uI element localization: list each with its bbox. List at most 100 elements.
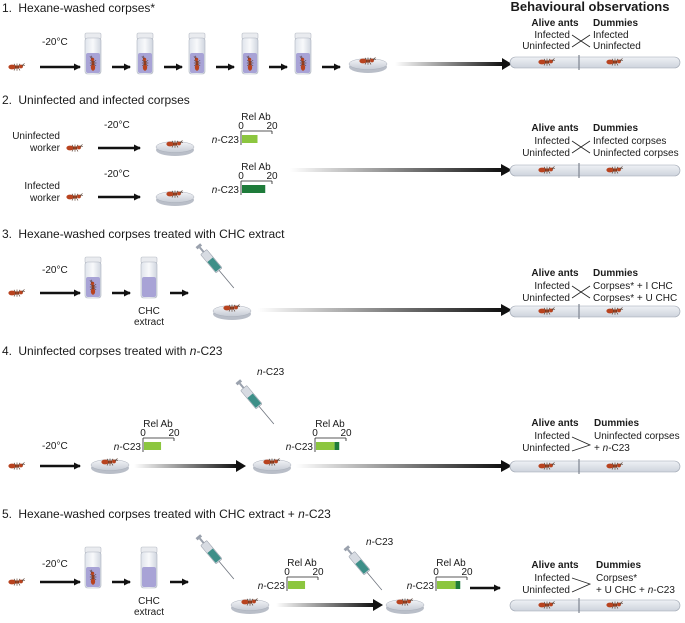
svg-text:4. Uninfected corpses tr: 4. Uninfected corpses treated with n-C23: [2, 344, 223, 358]
rel-ab-title: Rel Ab: [241, 162, 271, 173]
alive-uninfected: Uninfected: [522, 585, 570, 596]
temp-label: -20°C: [104, 120, 130, 131]
rel-ab-chart: Rel Ab0 20 n-C23: [212, 112, 278, 146]
gradient-arrowhead: [501, 460, 512, 472]
panel-1-title: Hexane-washed corpses*: [18, 1, 155, 15]
dummy-corpses-uchc: Corpses* + U CHC: [593, 293, 677, 304]
panel-2: 2. Uninfected and infected corpses Uninf…: [2, 93, 681, 207]
nc23-label: n-C23: [114, 442, 142, 453]
alive-infected: Infected: [534, 30, 570, 41]
rel-ab-title: Rel Ab: [143, 419, 173, 430]
panel-3-title: Hexane-washed corpses treated with CHC e…: [18, 227, 285, 241]
alive-ants-heading: Alive ants: [531, 418, 579, 429]
tick-label-0: 0: [312, 428, 318, 439]
vial-icon: [85, 33, 101, 74]
gradient-arrow: [296, 464, 502, 468]
bar: [316, 442, 335, 450]
c23-suffix: -C23: [305, 507, 331, 521]
syringe-label: n-C23: [257, 367, 285, 378]
gradient-arrow: [290, 168, 502, 172]
panel-4-title: Uninfected corpses treated with: [18, 344, 189, 358]
tick-label-0: 0: [140, 428, 146, 439]
arena-tube: [509, 162, 681, 179]
tick-label-0: 0: [284, 567, 290, 578]
panel-2-title: Uninfected and infected corpses: [18, 93, 189, 107]
temp-label: -20°C: [42, 265, 68, 276]
alive-infected: Infected: [534, 431, 570, 442]
temp-label: -20°C: [104, 169, 130, 180]
gradient-arrow: [258, 308, 502, 312]
panel-5: 5. Hexane-washed corpses treated with CH…: [2, 507, 681, 618]
c23-suffix: -C23: [196, 344, 222, 358]
temp-label: -20°C: [42, 559, 68, 570]
bar: [242, 185, 266, 193]
tick-label-20: 20: [266, 121, 278, 132]
dummies-heading: Dummies: [596, 560, 641, 571]
alive-uninfected: Uninfected: [522, 41, 570, 52]
ant-icon: [66, 193, 84, 202]
gradient-arrowhead: [373, 599, 383, 611]
dummies-heading: Dummies: [594, 418, 639, 429]
tick-label-0: 0: [238, 121, 244, 132]
alive-uninfected: Uninfected: [522, 443, 570, 454]
gradient-arrowhead: [501, 164, 512, 176]
rel-ab-title: Rel Ab: [315, 419, 345, 430]
merge-lines: [571, 436, 592, 452]
dummies-heading: Dummies: [593, 268, 638, 279]
arena-tube: [509, 458, 681, 475]
svg-text:2. Uninfected and infect: 2. Uninfected and infected corpses: [2, 93, 190, 107]
panel-4-number: 4.: [2, 344, 12, 358]
panel-1-number: 1.: [2, 1, 12, 15]
alive-uninfected: Uninfected: [522, 293, 570, 304]
cross-lines: [571, 34, 591, 48]
dummy-uchc-nc23: + U CHC + n-C23: [596, 585, 675, 596]
tick-label-20: 20: [312, 567, 324, 578]
vial-icon: [189, 33, 205, 74]
dummies-heading: Dummies: [593, 123, 638, 134]
gradient-arrowhead: [236, 460, 246, 472]
dummy-infected-corpses: Infected corpses: [593, 136, 666, 147]
dummy-plus-nc23: + n-C23: [594, 443, 630, 454]
bar-added: [334, 442, 340, 450]
tick-label-20: 20: [340, 428, 352, 439]
extract-vial-icon: [140, 256, 158, 299]
syringe-icon: [194, 533, 238, 583]
n-italic: n: [190, 344, 197, 358]
dummy-uninfected-corpses: Uninfected corpses: [594, 431, 680, 442]
infected-worker-l1: Infected: [24, 181, 60, 192]
behavioural-observations-title: Behavioural observations: [511, 0, 670, 14]
ant-icon: [8, 289, 26, 298]
ant-icon: [66, 144, 84, 153]
bar: [242, 135, 258, 143]
extract-vial-icon: [140, 546, 158, 589]
alive-ants-heading: Alive ants: [531, 18, 579, 29]
alive-ants-heading: Alive ants: [531, 123, 579, 134]
nc23-label: n-C23: [407, 581, 435, 592]
arena-tube: [509, 303, 681, 320]
alive-infected: Infected: [534, 136, 570, 147]
vial-icon: [85, 547, 101, 588]
bar: [437, 581, 456, 589]
merge-lines: [571, 577, 592, 593]
dummy-corpses: Corpses*: [596, 573, 637, 584]
ant-icon: [8, 63, 26, 72]
gradient-arrowhead: [501, 304, 512, 316]
nc23-label: n-C23: [212, 135, 240, 146]
tick-label-20: 20: [266, 171, 278, 182]
uninfected-worker-l2: worker: [29, 143, 61, 154]
alive-uninfected: Uninfected: [522, 148, 570, 159]
arena-tube: [509, 54, 681, 71]
panel-3: 3. Hexane-washed corpses treated with CH…: [2, 227, 681, 328]
tick-label-20: 20: [461, 567, 473, 578]
panel-2-number: 2.: [2, 93, 12, 107]
cross-lines: [571, 285, 591, 299]
rel-ab-title: Rel Ab: [241, 112, 271, 123]
gradient-arrowhead: [502, 58, 512, 70]
